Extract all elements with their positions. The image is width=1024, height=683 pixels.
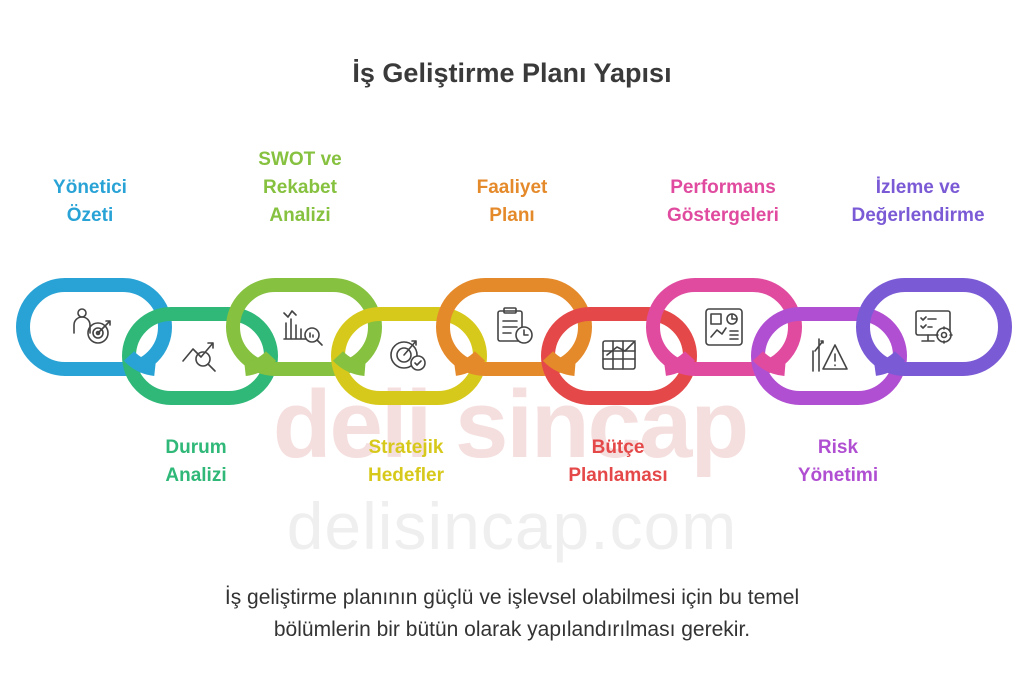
chain-link-9 [856, 278, 1012, 376]
risk-warning-icon [812, 338, 848, 372]
page-title: İş Geliştirme Planı Yapısı [352, 58, 672, 88]
step-label-faaliyet-plani: Faaliyet Planı [476, 177, 548, 226]
step-label-yonetici-ozeti: Yönetici Özeti [53, 177, 127, 226]
chain-link-3 [226, 278, 382, 376]
analysis-magnifier-icon [182, 342, 216, 372]
step-label-swot: SWOT ve Rekabet Analizi [258, 149, 342, 226]
monitor-gear-icon [915, 310, 953, 344]
chain-link-7 [646, 278, 802, 376]
step-label-risk: Risk Yönetimi [797, 437, 879, 486]
spreadsheet-chart-icon [602, 340, 636, 370]
dashboard-icon [705, 308, 743, 346]
step-label-performans: Performans Göstergeleri [667, 177, 779, 226]
step-label-stratejik: Stratejik Hedefler [367, 437, 445, 486]
bar-chart-magnifier-icon [283, 310, 323, 346]
target-person-icon [73, 308, 111, 344]
chain-link-5 [436, 278, 592, 376]
step-label-durum: Durum Analizi [165, 437, 227, 486]
footer-caption: İş geliştirme planının güçlü ve işlevsel… [224, 586, 800, 641]
watermark-url: delisincap.com [286, 489, 738, 563]
step-label-butce: Bütçe Planlaması [568, 437, 668, 486]
step-label-izleme: İzleme ve Değerlendirme [851, 177, 985, 226]
chain-link-1 [16, 278, 172, 376]
target-check-icon [390, 340, 426, 371]
clipboard-clock-icon [497, 307, 533, 344]
